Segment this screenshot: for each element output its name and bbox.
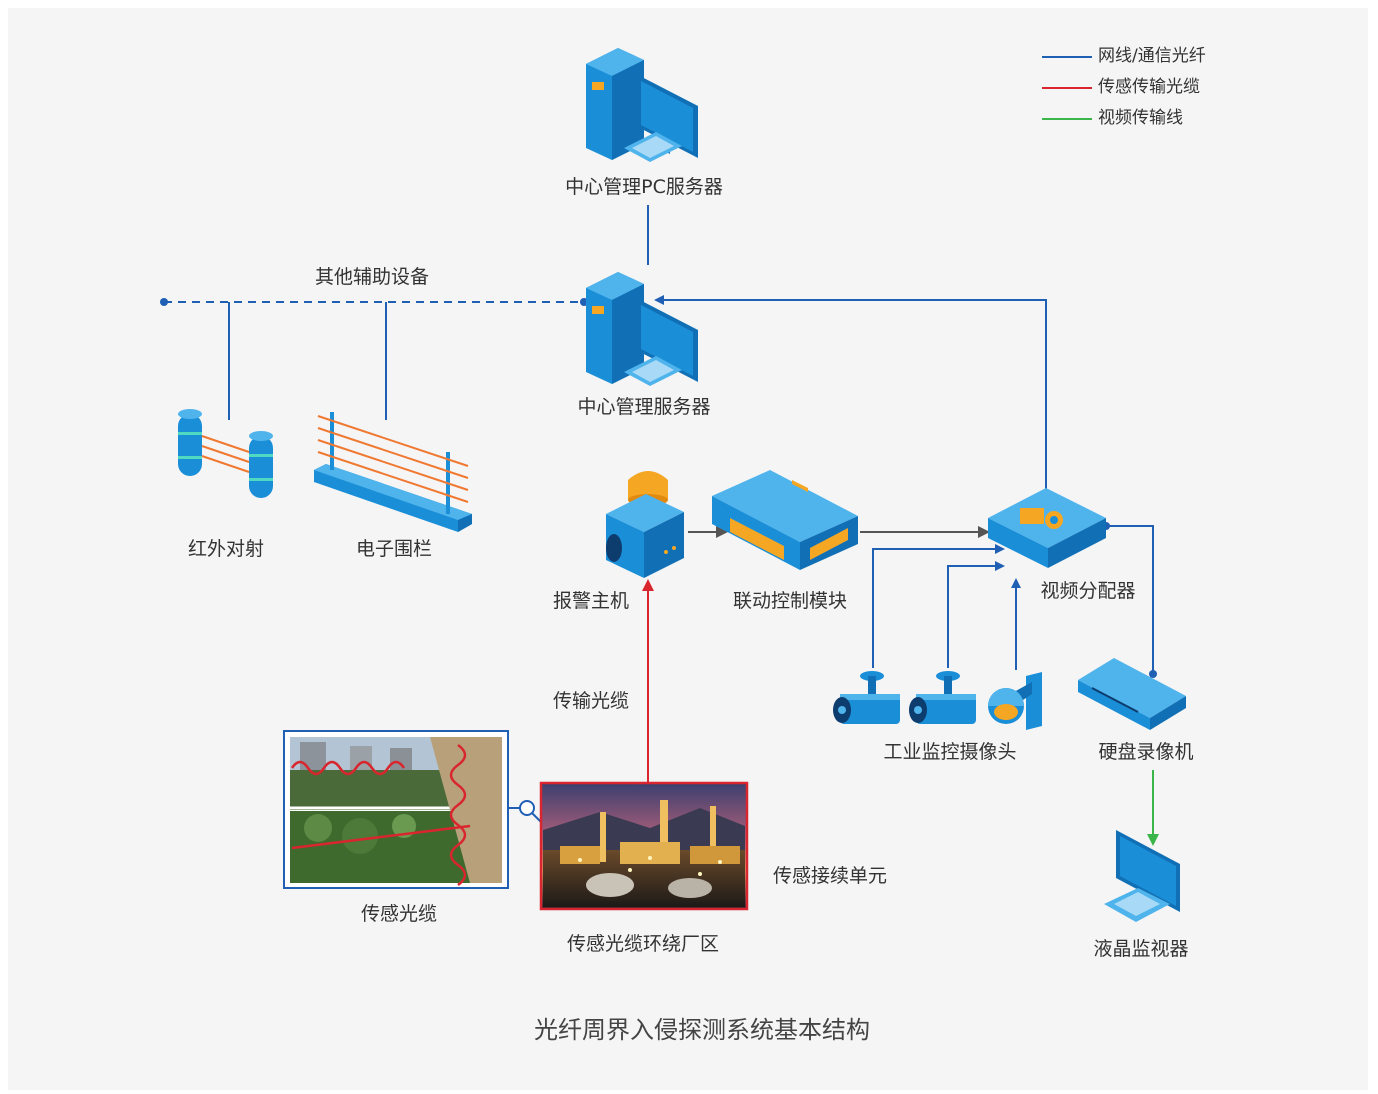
aux-devices-label: 其他辅助设备 [314,266,430,288]
dvr-icon [1078,658,1186,730]
diagram-caption: 光纤周界入侵探测系统基本结构 [534,1016,870,1044]
legend-network-label: 网线/通信光纤 [1098,46,1206,66]
legend-sensing-label: 传感传输光缆 [1098,77,1200,97]
plant-area-label: 传感光缆环绕厂区 [566,933,720,955]
electric-fence-icon [314,412,472,532]
camera-1-icon [833,671,900,724]
zoom-ring [519,800,535,816]
link-zoom-2 [531,812,542,823]
plant-area-photo [539,781,749,911]
infrared-beam-icon [178,409,273,498]
legend-video-label: 视频传输线 [1098,108,1183,128]
dvr-label: 硬盘录像机 [1098,741,1194,763]
pc-server-label: 中心管理PC服务器 [565,176,723,198]
video-distributor-icon [988,488,1106,568]
mgmt-server-label: 中心管理服务器 [577,396,711,418]
cameras-label: 工业监控摄像头 [883,741,1017,763]
link-camera1 [872,544,1005,668]
dome-camera-icon [988,672,1042,730]
transmission-cable-label: 传输光缆 [552,690,630,712]
mgmt-server-icon [586,272,698,386]
splice-unit-label: 传感接续单元 [772,865,888,887]
aux-line-start-dot [160,298,168,306]
linkage-module-label: 联动控制模块 [732,590,848,612]
infrared-label: 红外对射 [187,538,265,560]
fence-label: 电子围栏 [355,538,433,560]
legend [1042,56,1092,120]
pc-server-icon [586,48,698,162]
connections [160,205,1159,846]
linkage-module-icon [712,470,858,570]
sensing-cable-photo [283,730,509,889]
camera-2-icon [909,671,976,724]
alarm-host-label: 报警主机 [552,590,630,612]
dvr-in-dot [1149,670,1157,678]
link-video-mgmt [654,295,1047,490]
link-video-dvr [1106,525,1154,672]
sensing-cable-label: 传感光缆 [360,903,438,925]
lcd-monitor-label: 液晶监视器 [1093,938,1189,960]
link-camera2 [947,561,1005,668]
video-distributor-label: 视频分配器 [1040,580,1136,602]
alarm-host-icon [606,471,684,578]
lcd-monitor-icon [1104,830,1180,922]
